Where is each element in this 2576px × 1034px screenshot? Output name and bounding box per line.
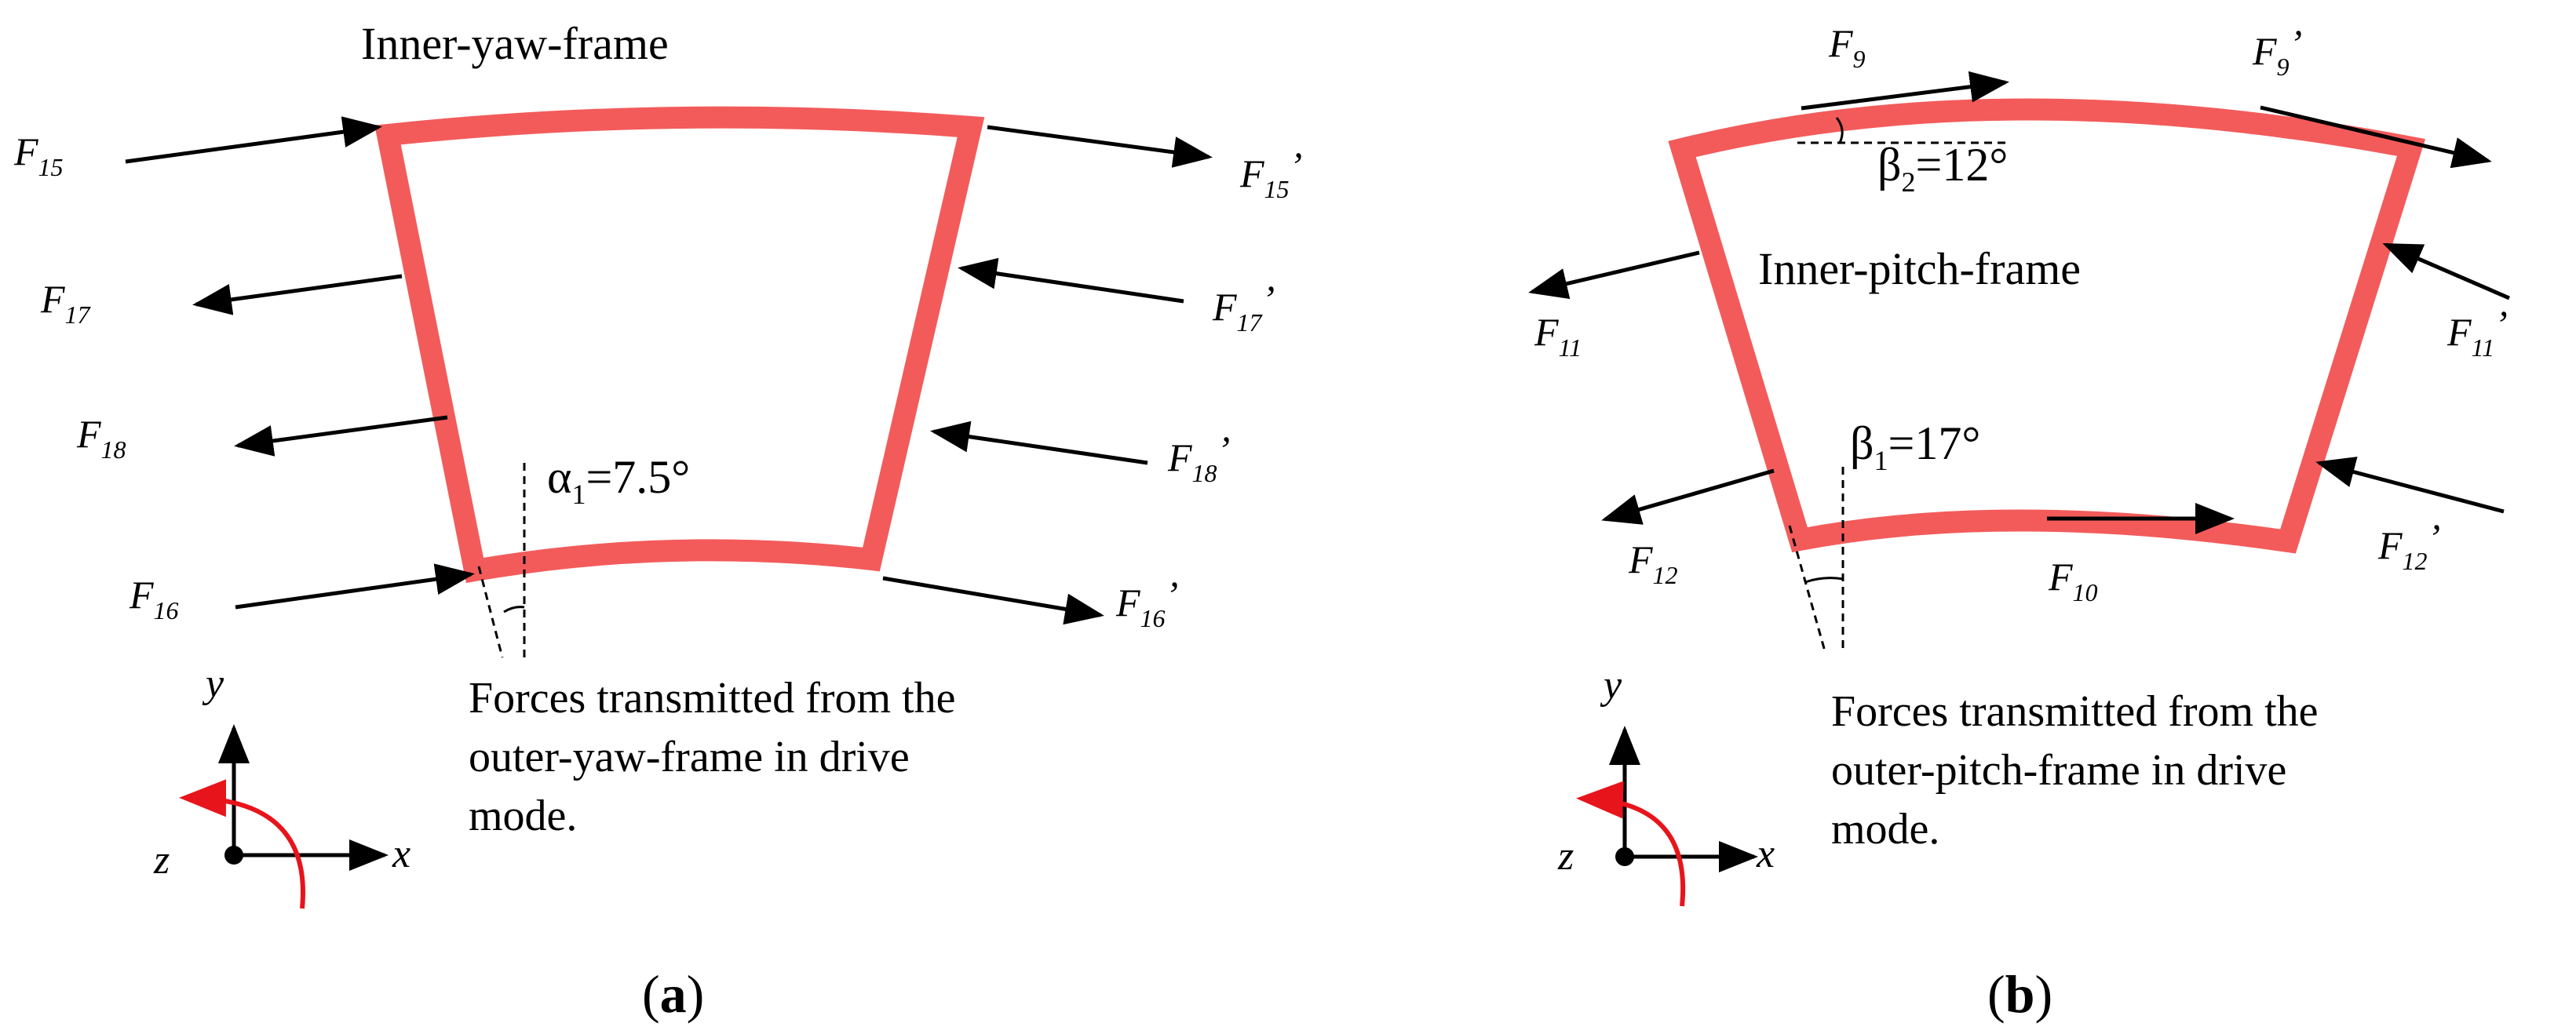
x-axis-label: x: [392, 832, 410, 876]
label-f10: F10: [2048, 555, 2098, 606]
label-f17-prime: F17’: [1212, 277, 1275, 337]
panel-b-caption-line-3: mode.: [1831, 805, 1939, 854]
z-axis-origin: [1615, 847, 1634, 866]
label-f15: F15: [13, 129, 64, 181]
arrow-f17-prime: [958, 257, 1184, 304]
alpha1-label: α1=7.5°: [547, 451, 690, 510]
label-f17: F17: [40, 277, 92, 329]
arrow-f9-prime: [2260, 105, 2492, 169]
panel-a-label: (a): [642, 964, 704, 1024]
inner-yaw-frame-shape: [374, 106, 985, 584]
arrow-f18-prime: [930, 421, 1148, 465]
y-axis-label: y: [202, 661, 224, 706]
panel-b-caption-line-2: outer-pitch-frame in drive: [1831, 746, 2286, 795]
label-f15-prime: F15’: [1239, 144, 1302, 203]
beta1-label: β1=17°: [1850, 417, 1980, 476]
panel-b-caption-line-1: Forces transmitted from the: [1831, 687, 2319, 736]
arrow-f18: [234, 415, 448, 457]
panel-a-caption-line-3: mode.: [469, 792, 577, 840]
z-axis-origin: [224, 846, 243, 865]
panel-a-caption-line-1: Forces transmitted from the: [469, 674, 956, 723]
beta2-label: β2=12°: [1877, 139, 2008, 198]
panel-b: F9 F9’ F11 F11’ F12 F12’ F10 β2=12° Inne…: [1528, 21, 2510, 1024]
z-axis-label: z: [153, 838, 170, 883]
label-f9-prime: F9’: [2252, 21, 2302, 81]
arrow-f11-prime: [2382, 242, 2510, 300]
label-f12-prime: F12’: [2377, 515, 2440, 575]
arrow-f15: [125, 116, 382, 164]
label-f11: F11: [1534, 310, 1582, 362]
inner-pitch-frame-shape: [1668, 98, 2426, 554]
arrow-f9: [1801, 71, 2009, 111]
arrow-f16: [235, 563, 475, 610]
x-axis-label: x: [1756, 832, 1775, 876]
panel-b-label: (b): [1987, 964, 2052, 1024]
panel-b-title: Inner-pitch-frame: [1758, 243, 2081, 294]
arrow-f12: [1601, 468, 1775, 525]
arrow-f15-prime: [987, 125, 1213, 168]
label-f9: F9: [1828, 21, 1866, 73]
panel-a-caption-line-2: outer-yaw-frame in drive: [469, 733, 910, 781]
arrow-f12-prime: [2315, 457, 2505, 514]
label-f18-prime: F18’: [1167, 428, 1230, 487]
beta2-angle-arc: [1835, 117, 1844, 144]
beta1-frame-extension: [1788, 525, 1826, 652]
label-f16: F16: [129, 573, 179, 624]
label-f12: F12: [1628, 537, 1678, 589]
panel-a: Inner-yaw-frame F15 F15’ F17 F17’ F18 F1…: [13, 18, 1302, 1024]
rotation-arrow: [179, 779, 305, 909]
label-f11-prime: F11’: [2446, 302, 2508, 362]
panel-a-axes: y x z: [153, 661, 410, 909]
z-axis-label: z: [1557, 834, 1574, 879]
alpha1-angle-arc: [503, 606, 525, 613]
y-axis-label: y: [1600, 663, 1622, 708]
panel-b-axes: y x z: [1557, 663, 1775, 907]
rotation-arrow: [1576, 781, 1686, 907]
panel-a-title: Inner-yaw-frame: [361, 18, 669, 69]
beta1-angle-arc: [1804, 577, 1844, 584]
label-f18: F18: [76, 412, 126, 464]
arrow-f11: [1528, 250, 1700, 300]
alpha1-frame-extension: [477, 566, 504, 658]
label-f16-prime: F16’: [1115, 573, 1178, 632]
arrow-f16-prime: [882, 576, 1104, 625]
arrow-f17: [192, 274, 403, 315]
